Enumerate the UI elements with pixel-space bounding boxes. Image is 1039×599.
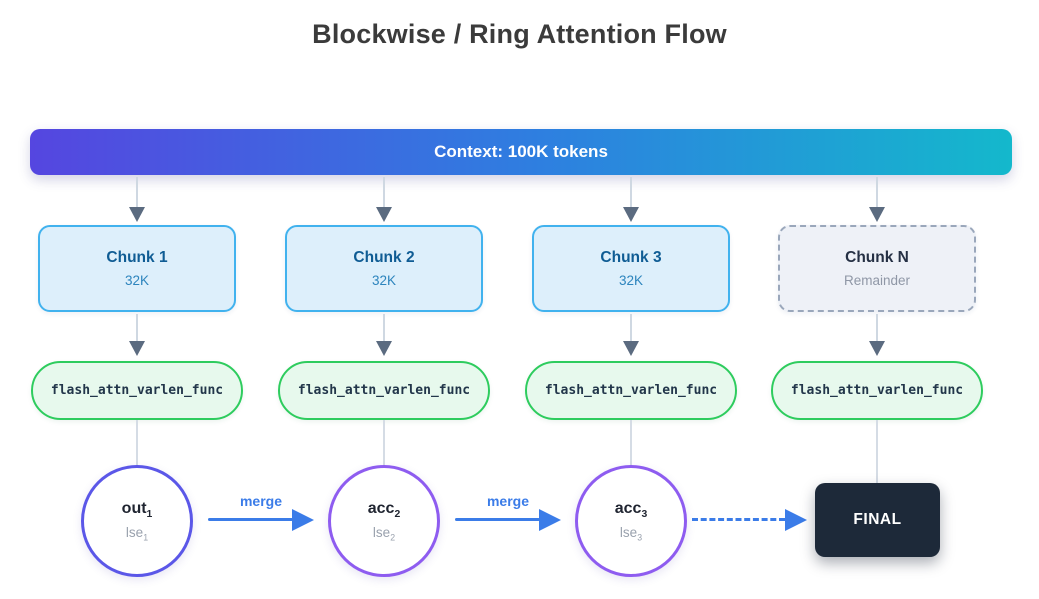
dashed-arrow-head (785, 509, 807, 531)
chunk-name: Chunk 1 (106, 249, 168, 266)
chunk-name: Chunk N (845, 249, 909, 266)
connector-line (136, 420, 138, 465)
merge-arrow-head (539, 509, 561, 531)
kernel-pill-2: flash_attn_varlen_func (278, 361, 490, 420)
result-name: acc2 (367, 499, 401, 520)
kernel-label: flash_attn_varlen_func (297, 383, 471, 398)
down-arrow-line (383, 314, 385, 342)
down-arrow-head (623, 207, 639, 222)
result-lse: lse2 (372, 524, 396, 543)
down-arrow-head (129, 341, 145, 356)
merge-arrow-head (292, 509, 314, 531)
result-lse: lse3 (619, 524, 643, 543)
connector-line (876, 420, 878, 483)
merge-label: merge (239, 493, 283, 509)
result-lse: lse1 (125, 524, 149, 543)
down-arrow-head (869, 207, 885, 222)
down-arrow-head (376, 207, 392, 222)
result-name: acc3 (614, 499, 648, 520)
connector-line (383, 420, 385, 465)
context-banner: Context: 100K tokens (30, 129, 1012, 175)
chunk-detail: 32K (618, 273, 644, 288)
final-node: FINAL (815, 483, 940, 557)
down-arrow-line (136, 177, 138, 208)
merge-label: merge (486, 493, 530, 509)
chunk-detail: Remainder (843, 273, 911, 288)
chunk-n-node: Chunk N Remainder (778, 225, 976, 312)
merge-arrow-line (208, 518, 293, 521)
chunk-3-node: Chunk 3 32K (532, 225, 730, 312)
kernel-label: flash_attn_varlen_func (790, 383, 964, 398)
kernel-label: flash_attn_varlen_func (544, 383, 718, 398)
chunk-1-node: Chunk 1 32K (38, 225, 236, 312)
chunk-detail: 32K (124, 273, 150, 288)
down-arrow-line (876, 314, 878, 342)
chunk-name: Chunk 3 (600, 249, 662, 266)
result-circle-out1: out1 lse1 (81, 465, 193, 577)
connector-line (630, 420, 632, 465)
result-circle-acc3: acc3 lse3 (575, 465, 687, 577)
final-label: FINAL (853, 511, 902, 528)
kernel-pill-3: flash_attn_varlen_func (525, 361, 737, 420)
kernel-label: flash_attn_varlen_func (50, 383, 224, 398)
down-arrow-head (623, 341, 639, 356)
down-arrow-line (630, 314, 632, 342)
page-title: Blockwise / Ring Attention Flow (312, 19, 727, 49)
down-arrow-head (376, 341, 392, 356)
chunk-2-node: Chunk 2 32K (285, 225, 483, 312)
kernel-pill-1: flash_attn_varlen_func (31, 361, 243, 420)
dashed-arrow-line (692, 518, 785, 521)
down-arrow-head (129, 207, 145, 222)
merge-arrow-line (455, 518, 540, 521)
context-banner-label: Context: 100K tokens (434, 142, 608, 161)
down-arrow-line (136, 314, 138, 342)
down-arrow-line (630, 177, 632, 208)
down-arrow-head (869, 341, 885, 356)
chunk-detail: 32K (371, 273, 397, 288)
result-circle-acc2: acc2 lse2 (328, 465, 440, 577)
result-name: out1 (121, 499, 153, 520)
kernel-pill-4: flash_attn_varlen_func (771, 361, 983, 420)
down-arrow-line (383, 177, 385, 208)
down-arrow-line (876, 177, 878, 208)
chunk-name: Chunk 2 (353, 249, 415, 266)
